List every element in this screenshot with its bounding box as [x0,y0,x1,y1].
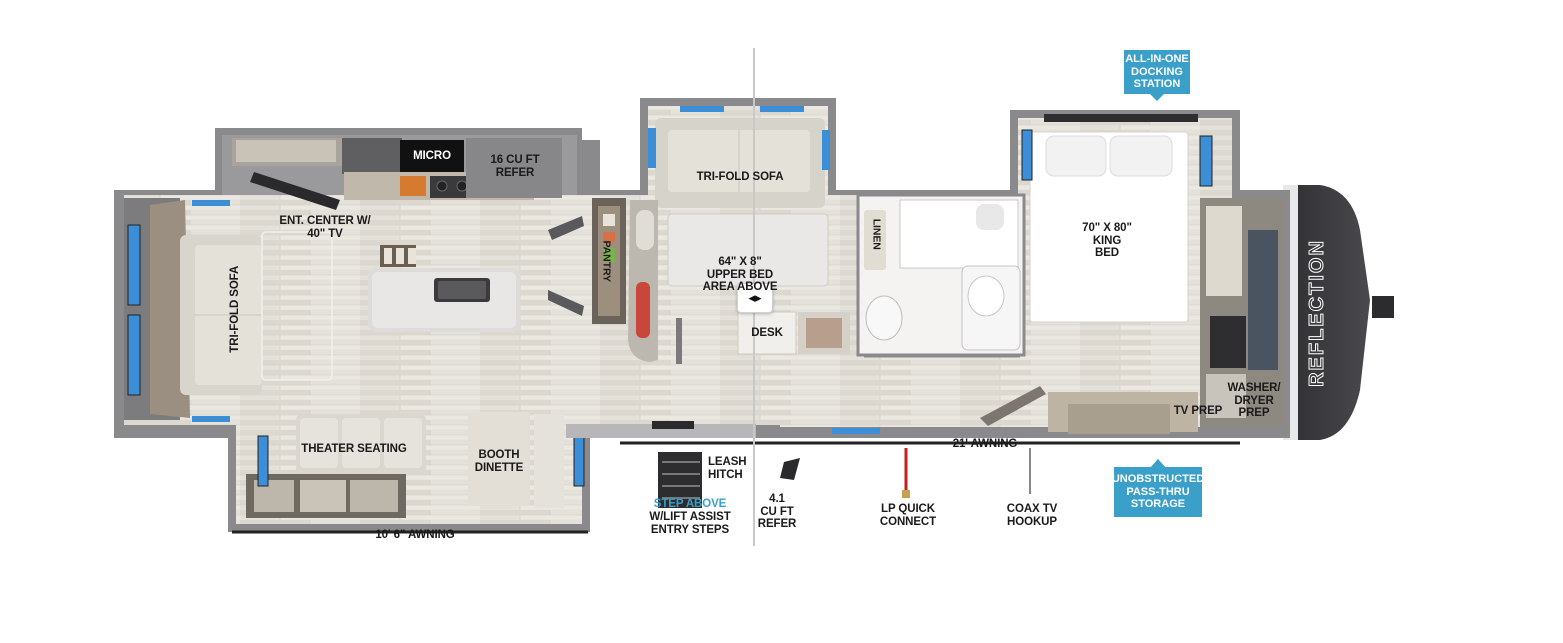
label-micro: MICRO [413,150,451,162]
label-linen: LINEN [870,218,883,250]
front-cap [1283,185,1370,440]
label-theater-seating: THEATER SEATING [301,443,407,455]
label-king-bed: 70" x 80" KING BED [1082,222,1132,259]
callout-pass-thru-storage: UNOBSTRUCTED PASS-THRU STORAGE [1112,467,1204,517]
label-leash-hitch: LEASH HITCH [708,456,747,481]
callout-docking-pointer [1149,93,1165,101]
label-trifold-left: TRI-FOLD SOFA [228,265,241,353]
label-trifold-top: TRI-FOLD SOFA [696,171,784,183]
mid-section [592,106,850,364]
exterior-features [566,421,1240,508]
microwave [400,140,464,172]
living-area [124,138,584,422]
comparison-slider-handle[interactable]: ◂▸ [737,283,773,313]
brand-logo-text: REFLECTION [1306,239,1328,387]
label-lift-assist: w/LIFT ASSIST ENTRY STEPS [649,511,731,536]
refrigerator-16 [466,138,562,198]
label-step-above: STEP ABOVE [653,498,727,510]
label-lp-quick-connect: LP QUICK CONNECT [879,503,937,528]
theater-slide [232,412,588,534]
label-tv-prep: TV PREP [1173,405,1223,417]
bedroom [980,114,1284,434]
label-upper-bed: 64" x 8" UPPER BED AREA ABOVE [702,256,778,293]
callout-storage-pointer [1150,459,1166,468]
label-refer-16: 16 CU FT REFER [490,154,540,179]
label-washer-dryer: WASHER/ DRYER PREP [1227,382,1281,419]
desk-block [737,311,797,355]
label-awning-right: 21' AWNING [952,438,1018,450]
label-refer-41: 4.1 CU FT REFER [757,493,797,530]
kingpin [1372,296,1394,318]
label-awning-left: 10' 6" AWNING [375,529,455,541]
label-ent-center: ENT. CENTER w/ 40" TV [279,215,371,240]
slider-arrows-icon: ◂▸ [748,290,762,305]
label-booth-dinette: BOOTH DINETTE [474,449,524,474]
brand-logo: REFLECTION [1306,239,1329,388]
callout-docking-station: ALL-IN-ONE DOCKING STATION [1124,50,1190,94]
bathroom [856,193,1026,358]
label-pantry: PANTRY [600,240,613,282]
label-coax-hookup: COAX TV HOOKUP [1006,503,1058,528]
label-desk: DESK [751,327,783,339]
